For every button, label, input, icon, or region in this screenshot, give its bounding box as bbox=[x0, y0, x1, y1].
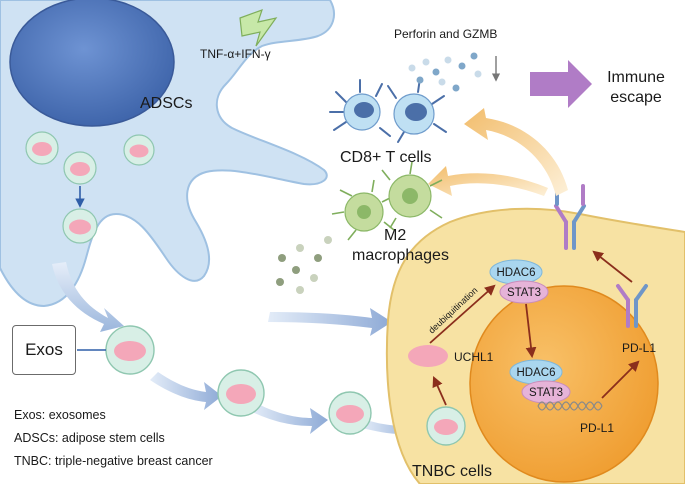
tnbc-label: TNBC cells bbox=[412, 463, 492, 480]
hdac6-nucleus-label: HDAC6 bbox=[517, 367, 556, 379]
cytokine-label: TNF-α+IFN-γ bbox=[200, 47, 271, 61]
adsc-nucleus bbox=[9, 0, 175, 127]
m2-macrophage-icon bbox=[331, 179, 395, 241]
orange-arrow bbox=[428, 166, 548, 196]
hdac6-label: HDAC6 bbox=[497, 267, 536, 279]
pdl1-receptor-icon bbox=[616, 284, 648, 328]
signal-arrow bbox=[432, 376, 447, 406]
exosome bbox=[63, 151, 97, 185]
dna-helix bbox=[537, 401, 603, 411]
exosome bbox=[25, 131, 59, 165]
legend-item: Exos: exosomes bbox=[14, 408, 106, 422]
perforin-granules bbox=[408, 52, 482, 92]
flow-arrow bbox=[252, 404, 328, 434]
adsc-label: ADSCs bbox=[140, 95, 192, 112]
immune-escape-arrow bbox=[530, 60, 592, 108]
exosome bbox=[217, 369, 265, 417]
lightning-icon bbox=[239, 9, 278, 47]
stat3-protein bbox=[521, 380, 571, 404]
exosome bbox=[426, 406, 466, 446]
pdl1-gene-label: PD-L1 bbox=[580, 421, 614, 435]
immune-escape-label: escape bbox=[610, 89, 662, 106]
legend-item: TNBC: triple-negative breast cancer bbox=[14, 454, 213, 468]
uchl1-protein bbox=[408, 345, 448, 367]
flow-arrow bbox=[52, 262, 124, 332]
signal-arrow bbox=[601, 360, 640, 399]
stat3-label: STAT3 bbox=[507, 287, 541, 299]
exosome bbox=[328, 391, 372, 435]
flow-arrow bbox=[268, 308, 392, 336]
flow-arrow bbox=[150, 372, 222, 410]
exosome bbox=[123, 134, 155, 166]
exos-box: Exos bbox=[12, 325, 76, 375]
m2-macrophage-icon bbox=[381, 161, 443, 229]
legend-item: ADSCs: adipose stem cells bbox=[14, 431, 165, 445]
secretion-dots bbox=[276, 236, 332, 294]
signal-arrow bbox=[592, 250, 633, 283]
perforin-label: Perforin and GZMB bbox=[394, 27, 497, 41]
cd8-t-cell-icon bbox=[329, 79, 391, 137]
exos-box-label: Exos bbox=[25, 340, 63, 359]
signal-arrow bbox=[429, 284, 496, 344]
orange-arrow bbox=[464, 108, 568, 196]
stat3-protein bbox=[499, 280, 549, 304]
exosome bbox=[105, 325, 155, 375]
cd8-t-cell-icon bbox=[387, 77, 447, 143]
m2-label: macrophages bbox=[352, 247, 449, 264]
immune-escape-label: Immune bbox=[607, 69, 665, 86]
tnbc-nucleus bbox=[469, 285, 659, 483]
pdl1-label: PD-L1 bbox=[622, 341, 656, 355]
exosome bbox=[62, 208, 98, 244]
cd8-label: CD8+ T cells bbox=[340, 149, 431, 166]
stat3-nucleus-label: STAT3 bbox=[529, 387, 563, 399]
m2-label: M2 bbox=[384, 227, 406, 244]
signal-arrow bbox=[525, 303, 537, 359]
uchl1-label: UCHL1 bbox=[454, 350, 494, 364]
